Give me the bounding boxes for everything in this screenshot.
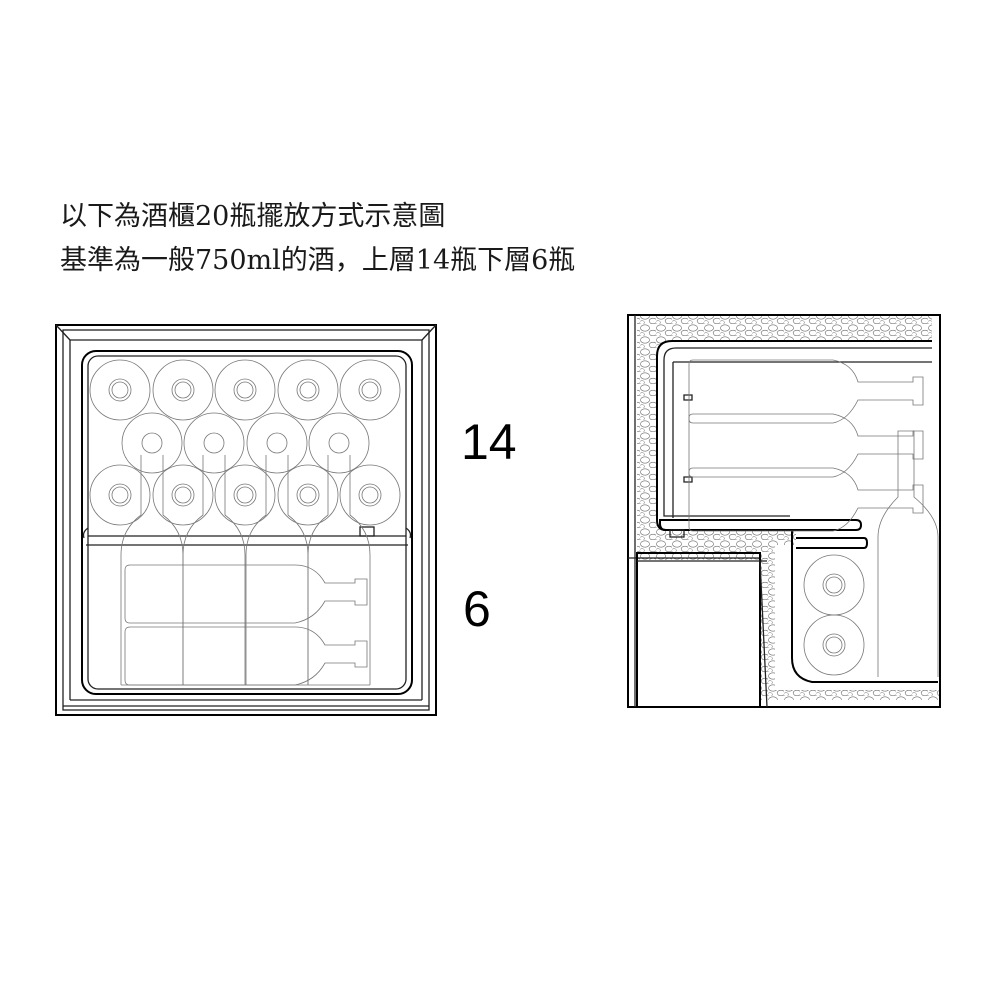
lower-lying-bottles: [124, 564, 368, 686]
upper-lying-bottles: [688, 359, 924, 532]
upper-shelf-rack: [659, 394, 869, 549]
cabinet-frame: [55, 324, 437, 716]
outer-shell: [627, 314, 941, 708]
upper-bottles-end-on: [89, 359, 401, 526]
caption-line-1: 以下為酒櫃20瓶擺放方式示意圖: [60, 201, 446, 232]
shelf-divider: [82, 526, 412, 546]
lower-end-on-bottles: [803, 554, 865, 676]
upper-shelf-count: 14: [461, 414, 517, 470]
lower-shelf-count: 6: [463, 581, 491, 637]
upright-bottle: [877, 430, 939, 677]
caption-line-2: 基準為一般750ml的酒，上層14瓶下層6瓶: [60, 245, 576, 276]
interior-liner: [81, 350, 413, 695]
inner-liner: [656, 340, 938, 683]
compressor-compartment: [636, 552, 768, 708]
